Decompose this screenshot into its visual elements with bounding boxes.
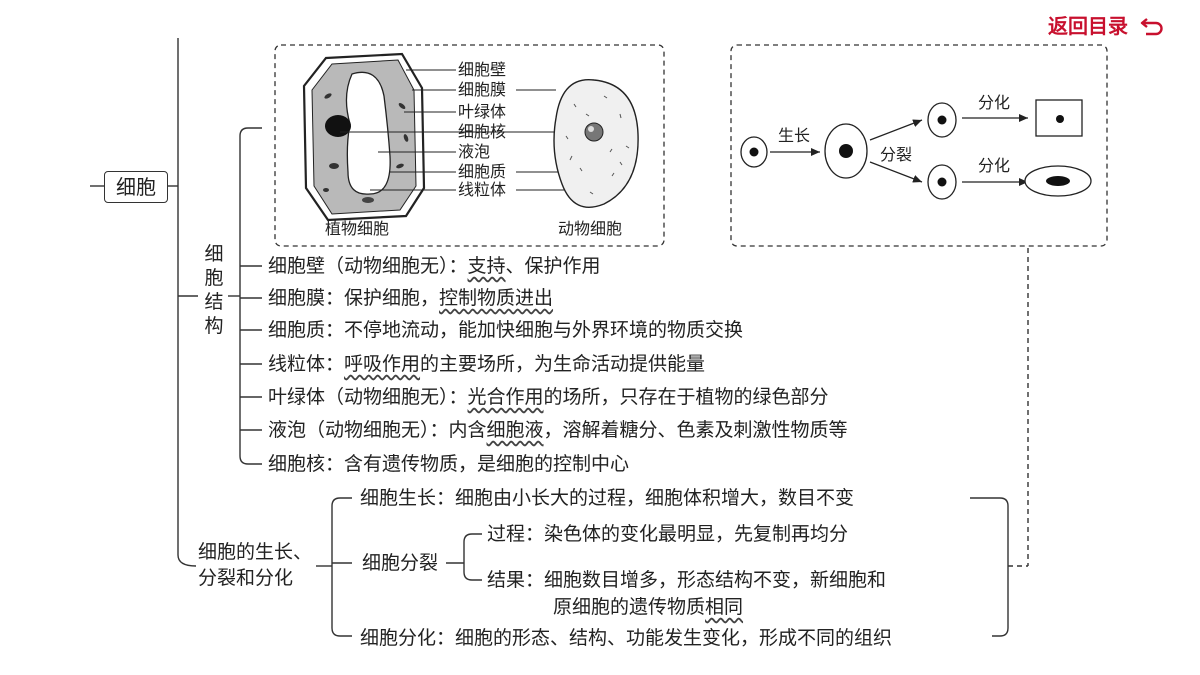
differentiation-label-bottom: 分化 <box>978 156 1011 175</box>
structure-item-nucleus: 细胞核：含有遗传物质，是细胞的控制中心 <box>268 452 629 476</box>
division-item-result-line2: 原细胞的遗传物质相同 <box>553 595 743 619</box>
return-label: 返回目录 <box>1048 14 1128 38</box>
item-keyword: 控制物质进出 <box>439 287 554 309</box>
item-text: 细胞核：含有遗传物质，是细胞的控制中心 <box>268 453 630 475</box>
label-chloroplast: 叶绿体 <box>458 102 507 121</box>
item-text: ，溶解着糖分、色素及刺激性物质等 <box>543 419 848 441</box>
item-text: 、保护作用 <box>505 255 601 277</box>
item-text: 的主要场所，为生命活动提供能量 <box>420 353 706 375</box>
structure-branch-title: 细 胞 结 构 <box>202 242 226 338</box>
structure-title-char: 结 <box>204 291 224 313</box>
division-item-result-line1: 结果：细胞数目增多，形态结构不变，新细胞和 <box>487 569 887 591</box>
label-cytoplasm: 细胞质 <box>458 162 507 181</box>
animal-cell-icon <box>553 78 639 208</box>
structure-title-char: 细 <box>204 243 224 265</box>
structure-item-chloroplast: 叶绿体（动物细胞无）：光合作用的场所，只存在于植物的绿色部分 <box>268 385 829 409</box>
item-text: 线粒体： <box>268 353 345 375</box>
division-item-process: 过程：染色体的变化最明显，先复制再均分 <box>487 523 849 545</box>
root-node-cell: 细胞 <box>104 171 168 203</box>
growth-arrow-label: 生长 <box>778 126 811 145</box>
growth-title-line: 分裂和分化 <box>198 567 294 589</box>
differentiation-label-top: 分化 <box>978 93 1011 112</box>
structure-title-char: 构 <box>204 315 224 337</box>
label-vacuole: 液泡 <box>458 142 491 161</box>
label-cell-membrane: 细胞膜 <box>458 80 507 99</box>
structure-item-cell-membrane: 细胞膜：保护细胞，控制物质进出 <box>268 286 553 310</box>
item-text: 叶绿体（动物细胞无）： <box>268 386 468 408</box>
structure-item-vacuole: 液泡（动物细胞无）：内含细胞液，溶解着糖分、色素及刺激性物质等 <box>268 418 848 442</box>
division-arrow-label: 分裂 <box>880 145 913 164</box>
growth-item-differentiation: 细胞分化：细胞的形态、结构、功能发生变化，形成不同的组织 <box>360 627 893 649</box>
item-keyword: 光合作用 <box>467 386 544 408</box>
label-cell-wall: 细胞壁 <box>458 60 507 79</box>
cell-structure-figure <box>274 44 665 247</box>
root-label: 细胞 <box>116 175 156 199</box>
item-keyword: 支持 <box>467 255 506 277</box>
structure-item-cell-wall: 细胞壁（动物细胞无）：支持、保护作用 <box>268 254 601 278</box>
item-text: 液泡（动物细胞无）：内含 <box>268 419 487 441</box>
item-keyword: 呼吸作用 <box>344 353 421 375</box>
growth-branch-title: 细胞的生长、 分裂和分化 <box>198 540 312 590</box>
cell-process-figure <box>730 44 1108 247</box>
return-to-contents-link[interactable]: 返回目录 <box>1048 10 1165 39</box>
label-mitochondria: 线粒体 <box>458 180 507 199</box>
growth-item-cell-growth: 细胞生长：细胞由小长大的过程，细胞体积增大，数目不变 <box>360 487 855 509</box>
division-label: 细胞分裂 <box>362 552 439 574</box>
item-text: 细胞壁（动物细胞无）： <box>268 255 468 277</box>
plant-cell-caption: 植物细胞 <box>325 219 390 238</box>
animal-cell-caption: 动物细胞 <box>558 219 623 238</box>
structure-item-mitochondria: 线粒体：呼吸作用的主要场所，为生命活动提供能量 <box>268 352 705 376</box>
item-text: 细胞膜：保护细胞， <box>268 287 440 309</box>
label-nucleus: 细胞核 <box>458 122 507 141</box>
structure-item-cytoplasm: 细胞质：不停地流动，能加快细胞与外界环境的物质交换 <box>268 318 743 342</box>
item-text: 原细胞的遗传物质 <box>553 596 706 618</box>
item-keyword: 细胞液 <box>486 419 544 441</box>
plant-cell-icon <box>302 52 426 222</box>
return-arrow-icon <box>1140 18 1163 36</box>
item-text: 细胞质：不停地流动，能加快细胞与外界环境的物质交换 <box>268 319 744 341</box>
item-text: 的场所，只存在于植物的绿色部分 <box>543 386 829 408</box>
growth-title-line: 细胞的生长、 <box>198 541 313 563</box>
structure-title-char: 胞 <box>204 267 224 289</box>
item-keyword: 相同 <box>705 596 744 618</box>
